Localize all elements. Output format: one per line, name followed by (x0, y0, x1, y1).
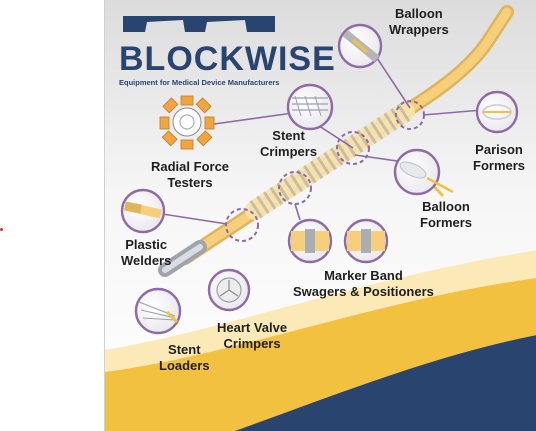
label-heart-valve-crimpers: Heart Valve Crimpers (217, 320, 288, 351)
lens-parison-formers (475, 90, 519, 134)
brand-logo: BLOCKWISE Equipment for Medical Device M… (119, 40, 336, 87)
poster-artwork (105, 0, 536, 431)
blockwise-poster: BLOCKWISE Equipment for Medical Device M… (104, 0, 536, 431)
lens-stent-loaders (134, 287, 182, 335)
lens-heart-valve-crimpers (207, 268, 251, 312)
label-plastic-welders: Plastic Welders (121, 237, 172, 268)
label-balloon-formers: Balloon Formers (420, 199, 473, 230)
label-parison-formers: Parison Formers (473, 142, 526, 173)
stray-red-dot (0, 228, 3, 231)
lens-balloon-wrappers (337, 23, 383, 69)
label-stent-loaders: Stent Loaders (159, 342, 210, 373)
lens-balloon-formers (393, 148, 454, 196)
lens-marker-band-1 (287, 218, 333, 264)
radial-force-tester-icon (159, 95, 215, 150)
wave-navy (235, 335, 536, 431)
lens-stent-crimpers (286, 83, 334, 131)
callout-ring-weld (225, 208, 259, 242)
brand-tagline: Equipment for Medical Device Manufacture… (119, 78, 280, 87)
lens-plastic-welders (120, 188, 166, 234)
logo-bracket-icon (123, 16, 275, 32)
brand-name: BLOCKWISE (119, 40, 336, 78)
callout-ring-stent (336, 131, 370, 165)
label-marker-band-swagers: Marker Band Swagers & Positioners (293, 268, 434, 299)
label-stent-crimpers: Stent Crimpers (260, 128, 318, 159)
label-radial-force-testers: Radial Force Testers (151, 159, 230, 190)
lens-marker-band-2 (343, 218, 389, 264)
label-balloon-wrappers: Balloon Wrappers (389, 6, 449, 37)
